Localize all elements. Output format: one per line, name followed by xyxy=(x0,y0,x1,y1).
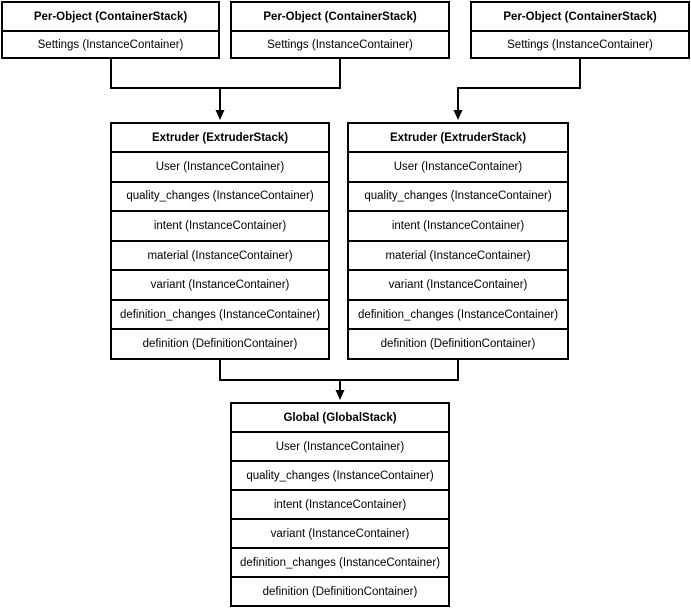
extruder-stack-2-row-quality-changes: quality_changes (InstanceContainer) xyxy=(349,180,567,211)
extruder-stack-2-row-variant: variant (InstanceContainer) xyxy=(349,269,567,299)
per-object-stack-3-title: Per-Object (ContainerStack) xyxy=(503,10,657,23)
extruder-stack-1-row-material: material (InstanceContainer) xyxy=(112,239,328,270)
extruder-stack-1: Extruder (ExtruderStack) User (InstanceC… xyxy=(110,122,330,360)
global-stack-row-intent: intent (InstanceContainer) xyxy=(232,489,448,518)
global-stack-title: Global (GlobalStack) xyxy=(283,411,397,424)
extruder-stack-1-row-definition: definition (DefinitionContainer) xyxy=(112,328,328,358)
per-object-stack-1-title: Per-Object (ContainerStack) xyxy=(33,10,188,23)
per-object-stack-2: Per-Object (ContainerStack) Settings (In… xyxy=(230,1,450,59)
extruder-stack-1-row-intent: intent (InstanceContainer) xyxy=(112,210,328,240)
extruder-stack-1-row-quality-changes: quality_changes (InstanceContainer) xyxy=(112,180,328,211)
per-object-stack-1: Per-Object (ContainerStack) Settings (In… xyxy=(1,1,220,59)
per-object-stack-1-row-settings: Settings (InstanceContainer) xyxy=(3,30,218,57)
extruder-stack-2: Extruder (ExtruderStack) User (InstanceC… xyxy=(347,122,569,360)
global-stack-row-quality-changes: quality_changes (InstanceContainer) xyxy=(232,460,448,489)
extruder-stack-1-row-variant: variant (InstanceContainer) xyxy=(112,269,328,299)
extruder-stack-2-row-definition: definition (DefinitionContainer) xyxy=(349,328,567,358)
extruder-stack-2-row-definition-changes: definition_changes (InstanceContainer) xyxy=(349,298,567,329)
extruder-stack-1-row-definition-changes: definition_changes (InstanceContainer) xyxy=(112,298,328,329)
per-object-stack-2-title: Per-Object (ContainerStack) xyxy=(263,10,417,23)
arrowhead-right-extruder xyxy=(453,110,463,120)
connector-perobject3-elbow xyxy=(457,57,581,110)
per-object-stack-3-row-settings: Settings (InstanceContainer) xyxy=(472,30,688,57)
per-object-stack-3: Per-Object (ContainerStack) Settings (In… xyxy=(470,1,690,59)
connector-extruders-bracket xyxy=(219,359,459,381)
connector-perobject12-bracket xyxy=(110,57,341,89)
global-stack-row-definition-changes: definition_changes (InstanceContainer) xyxy=(232,547,448,576)
per-object-stack-2-row-settings: Settings (InstanceContainer) xyxy=(232,30,448,57)
arrowhead-global xyxy=(335,390,345,400)
extruder-stack-2-row-user: User (InstanceContainer) xyxy=(349,151,567,181)
extruder-stack-2-row-intent: intent (InstanceContainer) xyxy=(349,210,567,240)
global-stack-row-definition: definition (DefinitionContainer) xyxy=(232,576,448,605)
extruder-stack-1-row-user: User (InstanceContainer) xyxy=(112,151,328,181)
extruder-stack-1-title: Extruder (ExtruderStack) xyxy=(151,131,289,144)
global-stack-row-user: User (InstanceContainer) xyxy=(232,431,448,460)
arrowhead-left-extruder xyxy=(215,110,225,120)
extruder-stack-2-title: Extruder (ExtruderStack) xyxy=(389,131,527,144)
global-stack-row-variant: variant (InstanceContainer) xyxy=(232,518,448,547)
extruder-stack-2-row-material: material (InstanceContainer) xyxy=(349,239,567,270)
global-stack: Global (GlobalStack) User (InstanceConta… xyxy=(230,402,450,607)
